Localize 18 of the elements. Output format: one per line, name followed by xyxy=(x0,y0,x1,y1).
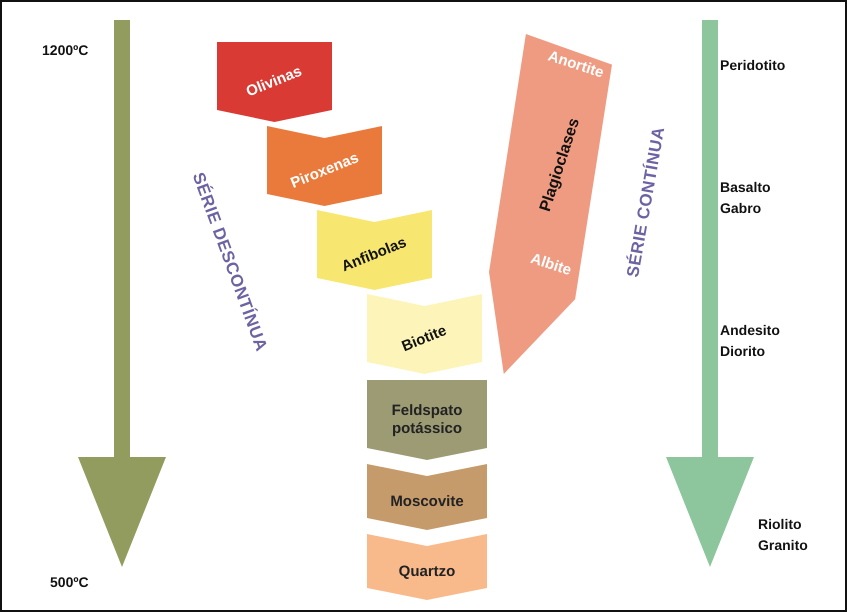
temperature-label: 500ºC xyxy=(50,574,89,590)
mineral-name: Biotite xyxy=(399,322,450,356)
series-label: SÉRIE CONTÍNUA xyxy=(623,125,670,279)
mineral-name: Feldspato potássico xyxy=(390,402,464,438)
rock-name: Peridotito xyxy=(720,57,786,73)
rock-name: Basalto xyxy=(720,179,771,195)
chevron-shape xyxy=(217,42,332,122)
mineral-name: Anortite xyxy=(545,48,606,82)
mineral-name: Moscovite xyxy=(390,493,464,511)
chevron-shape xyxy=(367,380,487,460)
temperature-label: 1200ºC xyxy=(42,42,88,58)
rock-name: Granito xyxy=(758,537,808,553)
rock-name: Gabro xyxy=(720,200,762,216)
rock-name: Riolito xyxy=(758,516,802,532)
mineral-name: Albite xyxy=(528,250,574,280)
rock-name: Diorito xyxy=(720,343,766,359)
mineral-name: Quartzo xyxy=(398,563,456,581)
rock-name: Andesito xyxy=(720,322,780,338)
